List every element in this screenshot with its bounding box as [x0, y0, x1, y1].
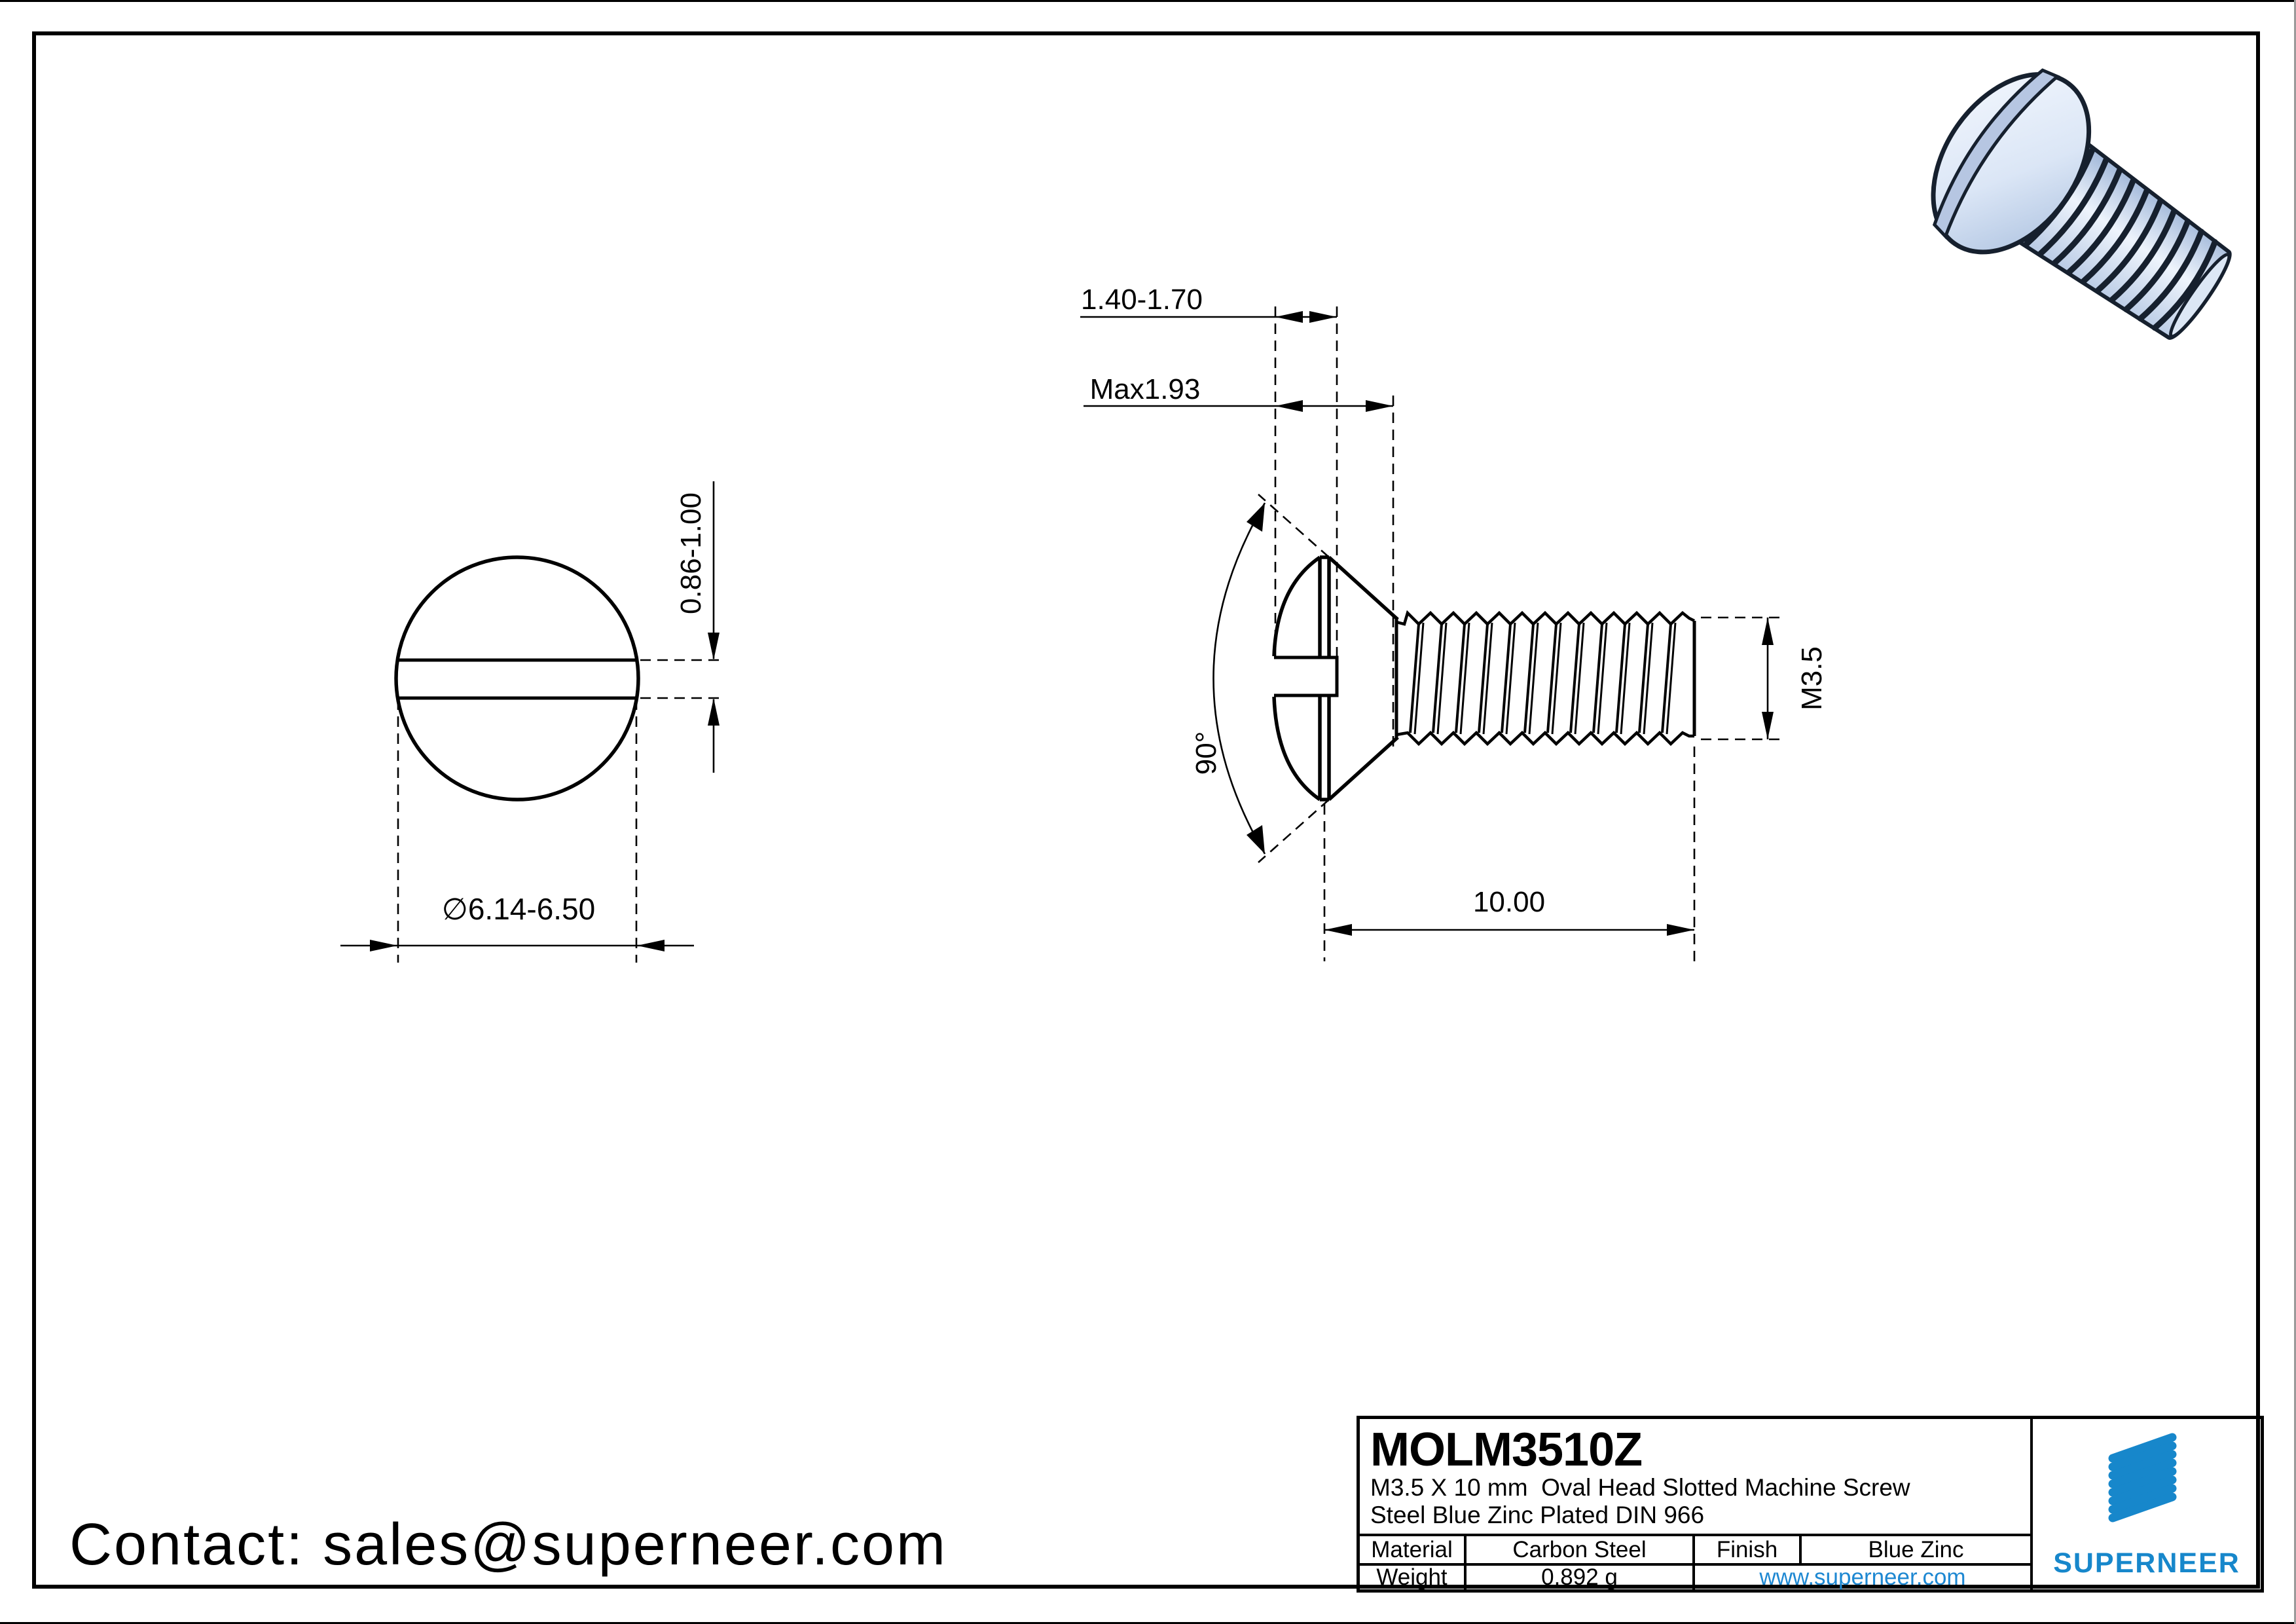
page-edge-right — [2294, 0, 2296, 1624]
website-link[interactable]: www.superneer.com — [1759, 1564, 1966, 1590]
brand-name: SUPERNEER — [2053, 1547, 2240, 1579]
finish-value: Blue Zinc — [1868, 1536, 1964, 1562]
dim-thread-size-label: M3.5 — [1796, 646, 1828, 710]
material-value: Carbon Steel — [1512, 1536, 1647, 1562]
finish-label: Finish — [1716, 1536, 1778, 1562]
dim-head-diameter-label: ∅6.14-6.50 — [441, 892, 596, 926]
thread-flanks-b — [1413, 622, 1677, 735]
sheet-border — [32, 31, 2260, 1589]
side-view — [1080, 306, 1784, 961]
cone — [1328, 555, 1399, 802]
thread-top-edge — [1396, 610, 1696, 627]
head-outline — [394, 555, 640, 802]
slot-lines — [397, 658, 637, 700]
front-view — [340, 481, 723, 963]
description-line-2: Steel Blue Zinc Plated DIN 966 — [1370, 1502, 1705, 1528]
dim-slot-width-label: 0.86-1.00 — [675, 492, 707, 614]
material-label: Material — [1371, 1536, 1453, 1562]
arrowheads-side — [1247, 311, 1774, 936]
page-edge-top — [0, 0, 2296, 2]
weight-value: 0.892 g — [1541, 1564, 1618, 1590]
head-dome — [1272, 555, 1331, 802]
part-number: MOLM3510Z — [1370, 1424, 1643, 1476]
superneer-logo-icon — [2108, 1433, 2177, 1522]
description-line-1: M3.5 X 10 mm Oval Head Slotted Machine S… — [1370, 1474, 1910, 1501]
thread-bottom-edge — [1396, 730, 1694, 747]
dim-thread-length-label: 10.00 — [1472, 886, 1546, 918]
contact-line: Contact: sales@superneer.com — [69, 1512, 947, 1578]
weight-label: Weight — [1376, 1564, 1448, 1590]
dim-slot-depth-label: 1.40-1.70 — [1081, 284, 1203, 316]
title-block: MOLM3510Z M3.5 X 10 mm Oval Head Slotted… — [1357, 1416, 2264, 1593]
arrowheads-front — [370, 633, 720, 951]
screw-3d-render — [1931, 68, 2232, 341]
head-slot-3d — [1932, 68, 2061, 240]
thread-flanks-a — [1409, 623, 1672, 733]
shank-ends — [1394, 618, 1696, 739]
page-edge-bottom — [0, 1622, 2296, 1624]
dim-countersink-angle-label: 90° — [1190, 731, 1222, 775]
dim-head-height-label: Max1.93 — [1089, 373, 1201, 405]
slot-notch — [1274, 655, 1339, 697]
